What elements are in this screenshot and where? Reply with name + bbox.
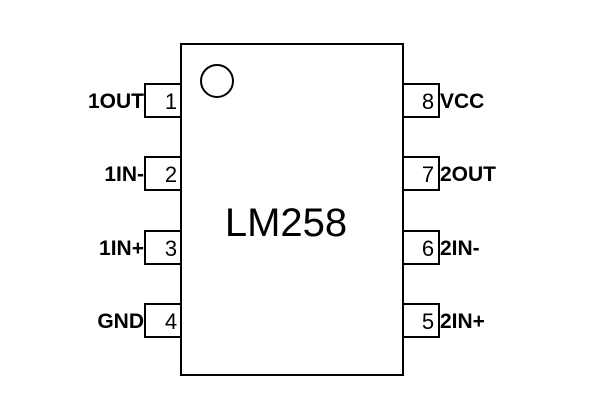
pin-4-box	[144, 303, 182, 338]
pin-7-label: 2OUT	[440, 163, 496, 186]
pin-7-box	[402, 156, 440, 191]
pin-2: 2 1IN-	[104, 156, 182, 191]
pin-6-box	[402, 230, 440, 265]
pin-4-label: GND	[97, 310, 144, 333]
pin-1: 1 1OUT	[88, 83, 182, 118]
pin1-marker-dot	[200, 64, 234, 98]
pin-5-label: 2IN+	[440, 310, 485, 333]
pin-1-label: 1OUT	[88, 90, 144, 113]
pin-1-number: 1	[165, 89, 177, 114]
chip-body	[180, 43, 404, 376]
pin-5: 5 2IN+	[402, 303, 485, 338]
pin-4-number: 4	[165, 309, 177, 334]
pin-6-label: 2IN-	[440, 237, 480, 260]
pin-6-number: 6	[422, 236, 434, 261]
pin-8-label: VCC	[440, 90, 484, 113]
pin-8: 8 VCC	[402, 83, 484, 118]
pin-4: 4 GND	[97, 303, 182, 338]
pin-3: 3 1IN+	[99, 230, 182, 265]
pin-6: 6 2IN-	[402, 230, 480, 265]
pin-2-number: 2	[165, 162, 177, 187]
pin-2-box	[144, 156, 182, 191]
pin-3-label: 1IN+	[99, 237, 144, 260]
pin-5-number: 5	[422, 309, 434, 334]
pin-7: 7 2OUT	[402, 156, 496, 191]
pin-7-number: 7	[422, 162, 434, 187]
pin-3-number: 3	[165, 236, 177, 261]
chip-name: LM258	[225, 201, 347, 245]
pin-8-number: 8	[422, 89, 434, 114]
pin-2-label: 1IN-	[104, 163, 144, 186]
pin-8-box	[402, 83, 440, 118]
pin-5-box	[402, 303, 440, 338]
pin-1-box	[144, 83, 182, 118]
pin-3-box	[144, 230, 182, 265]
